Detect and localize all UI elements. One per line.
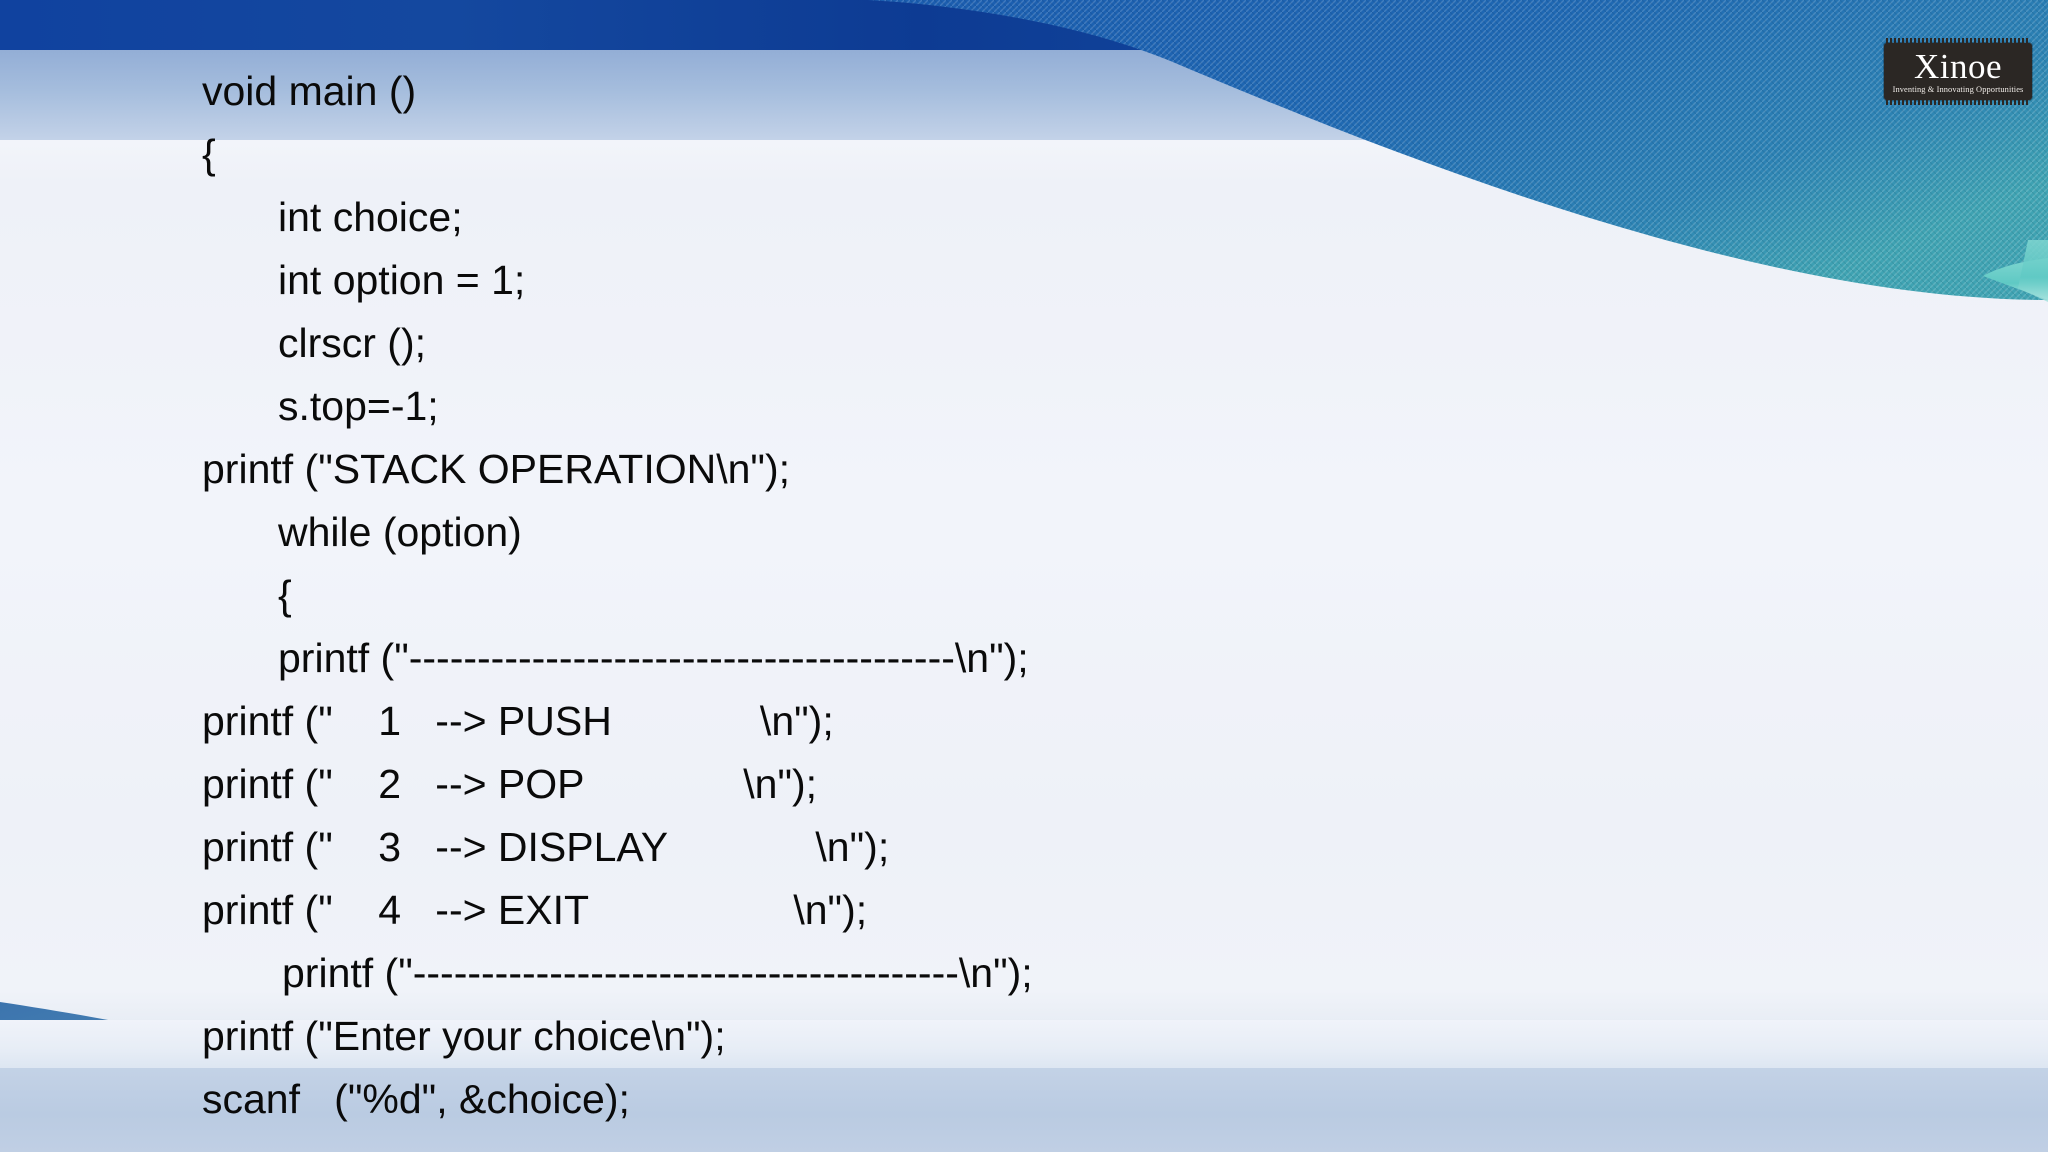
code-line: int choice; — [278, 194, 463, 240]
code-line: printf ("STACK OPERATION\n"); — [202, 446, 791, 492]
code-line: { — [278, 572, 292, 618]
logo-tagline: Inventing & Innovating Opportunities — [1892, 84, 2024, 94]
code-line: scanf ("%d", &choice); — [202, 1076, 630, 1122]
logo-name: Xinoe — [1913, 47, 2003, 87]
code-line: printf (" 2 --> POP \n"); — [202, 761, 818, 807]
top-right-swoosh-decoration — [868, 0, 2048, 470]
code-line: s.top=-1; — [278, 383, 439, 429]
logo-teeth-bottom-icon — [1886, 99, 2030, 105]
code-line: int option = 1; — [278, 257, 526, 303]
code-listing: void main () { int choice; int option = 1; c… — [0, 60, 2048, 1131]
code-line: clrscr (); — [278, 320, 427, 366]
code-line: printf ("-------------------------------… — [282, 950, 1033, 996]
code-line: printf ("-------------------------------… — [278, 635, 1029, 681]
code-line: printf (" 1 --> PUSH \n"); — [202, 698, 834, 744]
code-line: printf (" 3 --> DISPLAY \n"); — [202, 824, 890, 870]
code-line: { — [202, 131, 216, 177]
bottom-band-light — [0, 1020, 2048, 1068]
code-line: void main () — [202, 68, 417, 114]
bottom-band-blue — [0, 1068, 2048, 1152]
code-line: while (option) — [278, 509, 522, 555]
code-line: printf ("Enter your choice\n"); — [202, 1013, 726, 1059]
xinoe-logo: Xinoe Inventing & Innovating Opportuniti… — [1884, 38, 2032, 105]
logo-teeth-top-icon — [1886, 38, 2030, 44]
code-line: printf (" 4 --> EXIT \n"); — [202, 887, 868, 933]
